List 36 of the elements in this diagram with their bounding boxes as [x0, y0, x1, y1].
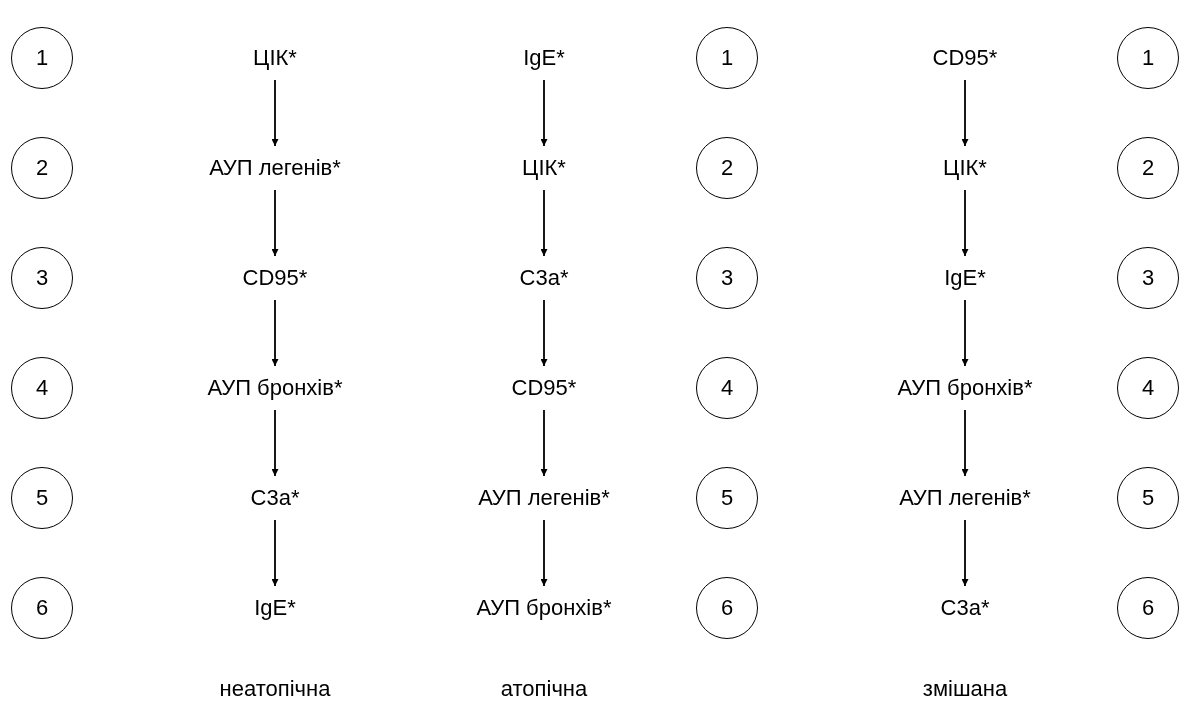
marker-label: АУП бронхів*: [207, 375, 343, 401]
arrow: [271, 519, 279, 587]
group-label: змішана: [921, 676, 1009, 702]
marker-label: IgE*: [254, 595, 296, 621]
marker-label: ЦІК*: [253, 45, 297, 71]
marker-label: АУП легенів*: [478, 485, 610, 511]
marker-label: АУП легенів*: [899, 485, 1031, 511]
arrow: [271, 79, 279, 147]
marker-label: IgE*: [523, 45, 565, 71]
marker-label: ЦІК*: [522, 155, 566, 181]
marker-label: C3a*: [250, 485, 300, 511]
arrow: [271, 409, 279, 477]
arrow: [540, 189, 548, 257]
arrow: [540, 409, 548, 477]
arrow: [540, 299, 548, 367]
marker-label: C3a*: [519, 265, 569, 291]
arrow: [271, 299, 279, 367]
marker-label: АУП легенів*: [209, 155, 341, 181]
marker-label: АУП бронхів*: [897, 375, 1033, 401]
group-label: неатопічна: [218, 676, 332, 702]
arrow: [961, 189, 969, 257]
marker-label: CD95*: [932, 45, 998, 71]
arrow: [961, 299, 969, 367]
marker-label: IgE*: [944, 265, 986, 291]
arrow: [961, 519, 969, 587]
marker-label: C3a*: [940, 595, 990, 621]
marker-label: ЦІК*: [943, 155, 987, 181]
marker-label: CD95*: [511, 375, 577, 401]
arrow: [271, 189, 279, 257]
arrow: [961, 79, 969, 147]
marker-label: CD95*: [242, 265, 308, 291]
marker-label: АУП бронхів*: [476, 595, 612, 621]
group-label: атопічна: [499, 676, 589, 702]
arrow: [540, 79, 548, 147]
arrow: [961, 409, 969, 477]
arrow: [540, 519, 548, 587]
